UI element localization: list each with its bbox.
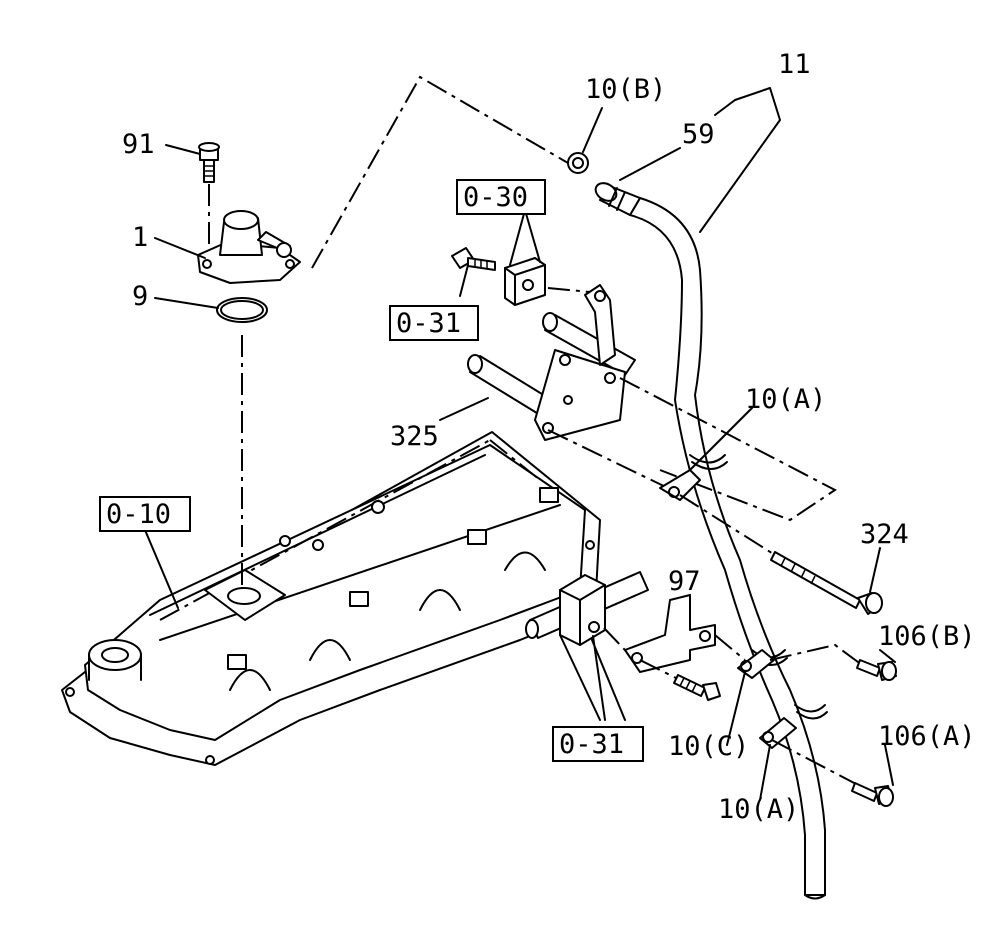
- breather-hose: [594, 182, 828, 900]
- label-97: 97: [668, 566, 701, 597]
- bolt-106b: [856, 659, 897, 681]
- ref-box-0-30: [456, 179, 546, 215]
- label-106a: 106(A): [878, 721, 976, 752]
- label-91: 91: [122, 129, 155, 160]
- valve-cover: [61, 431, 601, 766]
- label-324: 324: [860, 519, 909, 550]
- breather-cover: [197, 210, 301, 284]
- label-10c: 10(C): [668, 731, 749, 762]
- clamp-10a-bottom: [759, 717, 797, 749]
- o-ring: [216, 297, 268, 323]
- bolt-324: [679, 494, 883, 615]
- lower-bracket: [525, 571, 721, 701]
- label-0-10: 0-10: [106, 499, 171, 530]
- clamp-10a-mid: [659, 469, 701, 501]
- label-325: 325: [390, 421, 439, 452]
- ref-box-0-10: [99, 496, 191, 532]
- label-59: 59: [682, 119, 715, 150]
- label-10a-mid: 10(A): [745, 384, 826, 415]
- label-10a-bottom: 10(A): [718, 794, 799, 825]
- clip-10b: [567, 152, 589, 174]
- bolt-106a: [851, 782, 894, 807]
- label-0-31-bottom: 0-31: [559, 729, 624, 760]
- ref-box-0-31-top: [389, 305, 479, 341]
- label-0-30: 0-30: [463, 182, 528, 213]
- leader-lines: [144, 87, 896, 801]
- bracket-assembly: [451, 247, 636, 441]
- label-0-31-top: 0-31: [396, 308, 461, 339]
- bolt-91: [198, 142, 220, 183]
- ref-box-0-31-bottom: [552, 726, 644, 762]
- label-11: 11: [778, 49, 811, 80]
- label-106b: 106(B): [878, 621, 976, 652]
- label-1: 1: [132, 222, 148, 253]
- label-10b-top: 10(B): [585, 74, 666, 105]
- label-9: 9: [132, 281, 148, 312]
